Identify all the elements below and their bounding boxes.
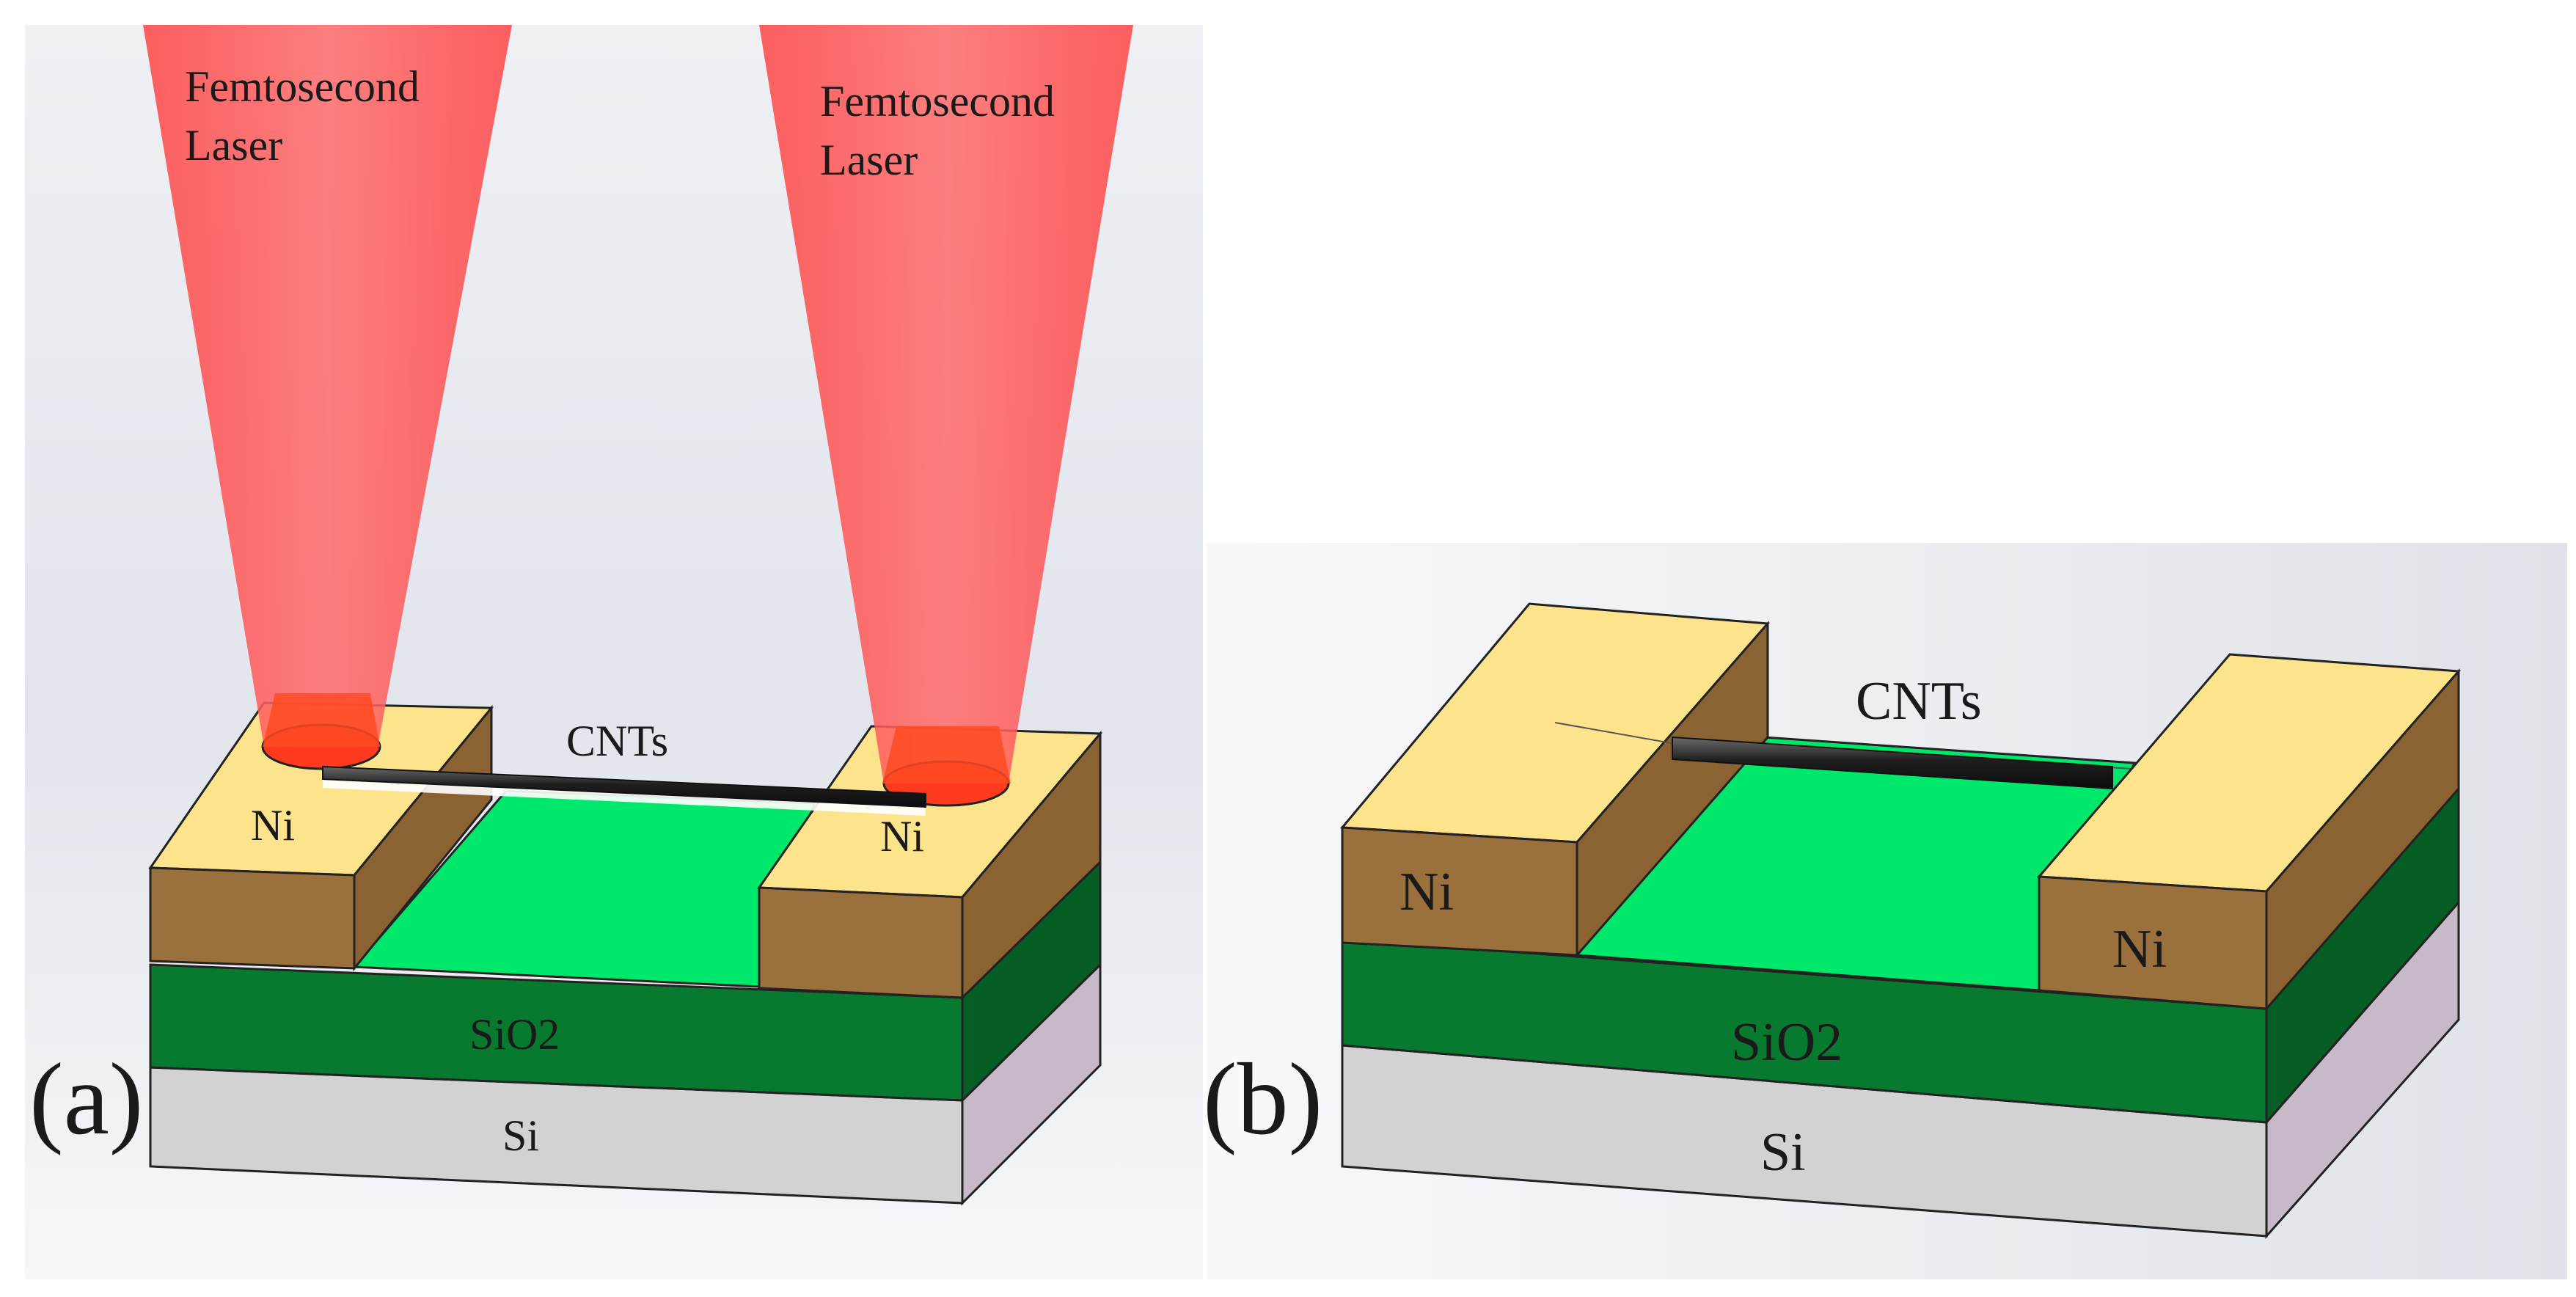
si-label-b: Si [1760, 1122, 1806, 1183]
electrode-right-side-b [2265, 668, 2460, 1012]
cnt-label-a: CNTs [566, 717, 668, 765]
laser-right-focus [882, 726, 1011, 783]
electrode-left-front-b [1341, 826, 1578, 957]
ni-label-right-b: Ni [2112, 919, 2167, 979]
panel-b-tag: (b) [1203, 1042, 1322, 1156]
laser-left-label-line2: Laser [185, 121, 282, 169]
panel-a: Femtosecond Laser Femtosecond Laser CNTs… [25, 25, 1203, 1279]
electrode-right [757, 725, 1103, 1001]
electrode-right-b [2036, 653, 2462, 1012]
cnt-b-guideline-left [1554, 722, 1680, 745]
laser-right-beam [759, 25, 1133, 783]
cnt-a-shadow [323, 779, 926, 816]
laser-left-beam [143, 25, 512, 747]
electrode-left-front [149, 866, 356, 970]
laser-right-label-line1: Femtosecond [820, 77, 1055, 125]
panel-b: CNTs Ni Ni SiO2 Si (b) [1203, 543, 2567, 1279]
laser-left-focus [263, 693, 380, 747]
cnt-a-tube [322, 765, 926, 808]
laser-right-label-line2: Laser [820, 136, 918, 184]
electrode-right-front [758, 886, 964, 999]
si-label-a: Si [502, 1111, 539, 1160]
ni-label-left-b: Ni [1399, 862, 1454, 922]
cnt-label-b: CNTs [1856, 671, 1982, 731]
electrode-left-side-b [1576, 620, 1769, 958]
sio2-label-b: SiO2 [1731, 1012, 1843, 1073]
laser-left-label-line1: Femtosecond [185, 62, 420, 111]
laser-left [143, 25, 512, 770]
sio2-layer [149, 859, 1102, 1103]
electrode-right-side [961, 730, 1102, 1001]
si-layer [149, 962, 1102, 1206]
panel-a-tag: (a) [29, 1042, 143, 1156]
sio2-label-a: SiO2 [469, 1010, 560, 1059]
ni-label-right-a: Ni [880, 812, 924, 861]
cnt-b-tube [1672, 736, 2113, 790]
cnt-a [322, 765, 926, 816]
ni-label-left-a: Ni [251, 801, 295, 850]
